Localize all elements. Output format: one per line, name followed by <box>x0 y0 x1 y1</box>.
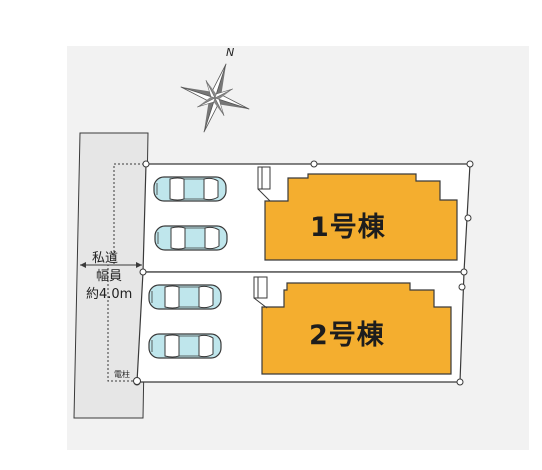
road-label-width-value: 約4.0m <box>86 287 133 302</box>
entrance-steps-1 <box>257 166 271 202</box>
road-label-width: 幅員 <box>96 269 123 284</box>
compass-rose-icon <box>180 63 250 133</box>
car-icon <box>148 333 222 359</box>
building-2-label: 2号棟 <box>309 320 385 351</box>
building-1-label: 1号棟 <box>310 212 386 243</box>
car-icon <box>153 176 227 202</box>
arrow-left-icon <box>80 262 86 268</box>
building-1-footprint <box>264 173 458 261</box>
arrow-right-icon <box>136 262 142 268</box>
north-label: N <box>226 46 235 59</box>
car-icon <box>148 284 222 310</box>
road-label-private-road: 私道 <box>92 251 119 266</box>
utility-pole-icon <box>133 377 141 385</box>
private-road <box>73 132 149 419</box>
entrance-steps-2 <box>253 276 268 309</box>
utility-pole-label: 電柱 <box>114 370 130 379</box>
building-2-footprint <box>261 282 452 375</box>
car-icon <box>154 225 228 251</box>
